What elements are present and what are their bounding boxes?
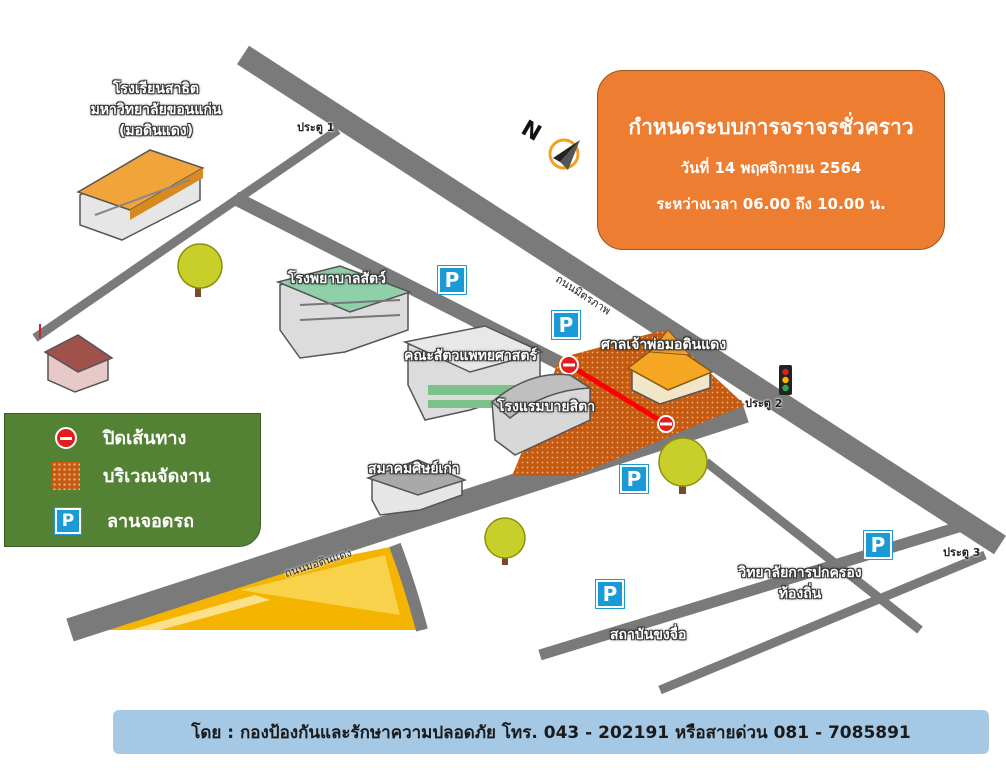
info-date: วันที่ 14 พฤศจิกายน 2564 — [680, 159, 862, 177]
svg-text:N: N — [517, 116, 545, 147]
label-gate-2: ประตู 2 — [745, 397, 783, 410]
alumni-building — [365, 459, 468, 516]
legend-row-parking: P ลานจอดรถ — [55, 506, 194, 535]
tree-3 — [484, 517, 526, 565]
road-gate1 — [32, 126, 341, 342]
info-title: กำหนดระบบการจราจรชั่วคราว — [628, 115, 914, 139]
label-animal-hospital: โรงพยาบาลสัตว์ — [288, 271, 386, 287]
label-college-line-1: วิทยาลัยการปกครอง — [738, 565, 862, 581]
footer-bar: โดย : กองป้องกันและรักษาความปลอดภัย โทร.… — [113, 710, 989, 754]
label-gate-3: ประตู 3 — [943, 546, 981, 559]
info-time: ระหว่างเวลา 06.00 ถึง 10.00 น. — [656, 195, 886, 213]
label-college-line-2: ท้องถิ่น — [778, 586, 822, 602]
label-shrine: ศาลเจ้าพ่อมอดินแดง — [601, 337, 727, 353]
parking-sign-1: P — [438, 266, 466, 294]
parking-sign-3: P — [620, 465, 648, 493]
road-closed-line — [567, 362, 668, 427]
label-alumni: สมาคมศิษย์เก่า — [368, 461, 460, 477]
event-area-icon — [52, 461, 80, 490]
legend-row-event-area: บริเวณจัดงาน — [52, 461, 211, 490]
label-school-line-2: มหาวิทยาลัยขอนแก่น — [90, 102, 222, 118]
road-closed-icon — [55, 426, 77, 449]
compass-icon: N — [517, 116, 580, 170]
parking-sign-4: P — [864, 531, 892, 559]
road-college — [703, 458, 923, 634]
road-closed-marker-1 — [559, 355, 579, 375]
legend-road-closed-text: ปิดเส้นทาง — [103, 428, 187, 449]
tree-2 — [658, 437, 708, 494]
legend: ปิดเส้นทาง บริเวณจัดงาน P ลานจอดรถ — [4, 413, 261, 547]
label-school-line-1: โรงเรียนสาธิต — [113, 81, 199, 97]
label-school-line-3: (มอดินแดง) — [118, 123, 194, 139]
legend-row-road-closed: ปิดเส้นทาง — [55, 423, 186, 452]
footer-text: โดย : กองป้องกันและรักษาความปลอดภัย โทร.… — [191, 722, 911, 743]
tree-1 — [177, 243, 223, 297]
parking-sign-2: P — [552, 311, 580, 339]
road-mittraphap — [237, 45, 1006, 555]
label-vet-faculty: คณะสัตวแพทยศาสตร์ — [404, 348, 537, 364]
legend-event-area-text: บริเวณจัดงาน — [103, 466, 211, 487]
road-closed-marker-2 — [657, 415, 675, 433]
label-college: วิทยาลัยการปกครอง ท้องถิ่น — [735, 563, 865, 605]
label-hotel: โรงแรมบายสิตา — [497, 399, 596, 415]
road-lower-2 — [658, 550, 987, 695]
info-box: กำหนดระบบการจราจรชั่วคราว วันที่ 14 พฤศจ… — [597, 70, 945, 250]
label-school: โรงเรียนสาธิต มหาวิทยาลัยขอนแก่น (มอดินแ… — [86, 79, 226, 142]
parking-sign-5: P — [596, 580, 624, 608]
small-house — [43, 334, 114, 393]
legend-parking-text: ลานจอดรถ — [107, 511, 195, 532]
animal-hospital-building — [275, 265, 413, 359]
hotel-building — [490, 373, 593, 456]
road-branch — [389, 542, 428, 632]
traffic-light-icon — [779, 365, 792, 395]
label-institute: สถาบันขงจื่อ — [610, 627, 687, 643]
parking-icon: P — [55, 507, 81, 534]
shrine-building — [626, 329, 714, 405]
label-gate-1: ประตู 1 — [297, 121, 335, 134]
road-lower-1 — [538, 516, 977, 661]
school-building — [76, 149, 205, 241]
